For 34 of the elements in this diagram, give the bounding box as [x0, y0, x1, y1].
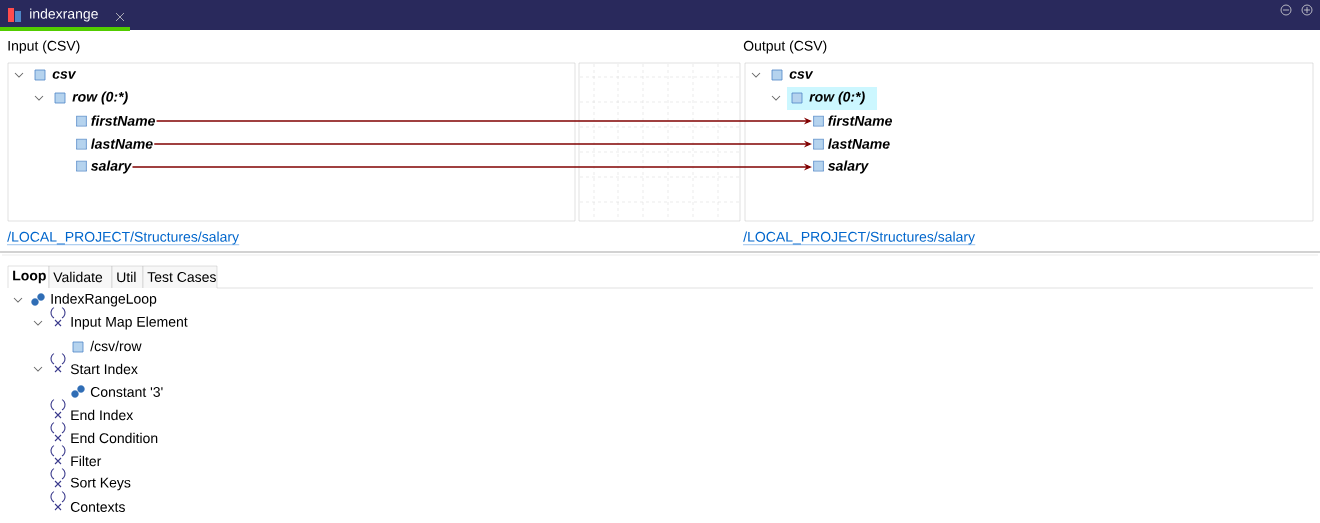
node-label: firstName: [828, 115, 892, 126]
panel-heading: Input (CSV): [8, 40, 80, 54]
tree-item: /csv/row: [90, 340, 142, 352]
tab: Loop: [7, 265, 50, 289]
tree-item: firstName: [812, 115, 892, 127]
tree-item: csv: [789, 71, 814, 79]
tree-item: csv: [52, 71, 77, 79]
tree-item: Start Index: [70, 363, 138, 375]
tree-item: Contexts: [70, 502, 125, 512]
node-label: salary: [827, 160, 869, 174]
tree-item: Input Map Element: [71, 316, 188, 330]
path-link: /LOCAL_PROJECT/Structures/salary: [742, 231, 976, 245]
tree-item: End Condition: [71, 432, 158, 444]
node-label: salary: [90, 160, 132, 174]
tab: Validate: [48, 265, 113, 289]
tree-item: salary: [812, 160, 869, 174]
node-label: lastName: [91, 138, 153, 149]
tree-item: salary: [75, 160, 132, 174]
tree-item: Filter: [71, 455, 102, 467]
tree-item: Sort Keys: [70, 477, 131, 491]
node-label: lastName: [828, 138, 890, 149]
path-link: /LOCAL_PROJECT/Structures/salary: [6, 231, 240, 245]
tab: Util: [111, 265, 144, 289]
tree-item: row (0:*): [809, 91, 865, 105]
tree-item: IndexRangeLoop: [51, 293, 157, 307]
node-label: firstName: [91, 115, 155, 126]
tree-item: lastName: [812, 138, 890, 150]
panel-heading: Output (CSV): [743, 40, 827, 54]
tab-title: indexrange: [30, 8, 98, 22]
tree-item: End Index: [71, 409, 134, 421]
tree-item: firstName: [75, 115, 155, 127]
tree-item: row (0:*): [72, 91, 128, 105]
tree-item: Constant '3': [90, 387, 163, 397]
tree-item: lastName: [75, 138, 153, 150]
